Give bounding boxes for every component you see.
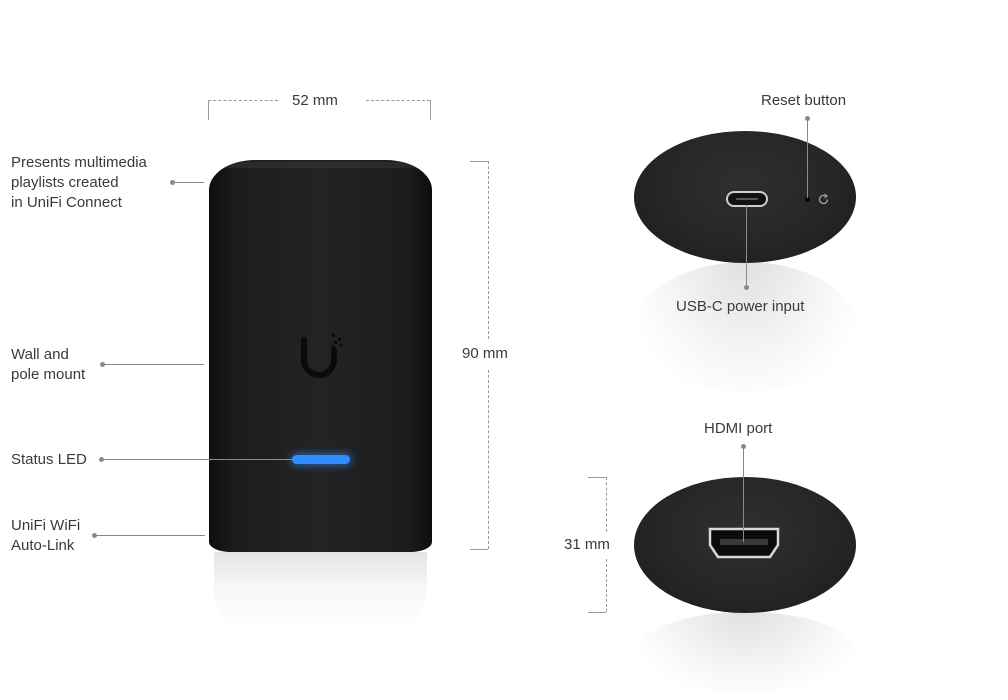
callout-playlists-line bbox=[174, 182, 204, 183]
callout-wifi-line bbox=[96, 535, 205, 536]
callout-usbc-line bbox=[746, 205, 747, 285]
callout-hdmi-line bbox=[743, 446, 744, 542]
device-reflection bbox=[214, 552, 427, 632]
callout-wifi-dot bbox=[92, 533, 97, 538]
bottom-side-view-reflection bbox=[636, 612, 856, 692]
callout-wifi: UniFi WiFi Auto-Link bbox=[11, 517, 81, 554]
callout-mount-line bbox=[104, 364, 204, 365]
callout-playlists-dot bbox=[170, 180, 175, 185]
reset-pinhole bbox=[805, 197, 810, 202]
callout-reset: Reset button bbox=[761, 92, 847, 109]
hdmi-port bbox=[708, 527, 780, 559]
callout-reset-line bbox=[807, 118, 808, 198]
callout-mount: Wall and pole mount bbox=[11, 346, 86, 383]
width-label: 52 mm bbox=[292, 92, 338, 109]
callout-usbc-dot bbox=[744, 285, 749, 290]
callout-usbc: USB-C power input bbox=[676, 298, 805, 315]
usbc-port bbox=[726, 191, 768, 207]
callout-status-led: Status LED bbox=[11, 451, 87, 468]
callout-status-led-line bbox=[103, 459, 293, 460]
reset-arrow-icon bbox=[818, 193, 829, 205]
height-label: 90 mm bbox=[462, 345, 508, 362]
callout-mount-dot bbox=[100, 362, 105, 367]
callout-hdmi: HDMI port bbox=[704, 420, 773, 437]
status-led bbox=[292, 455, 350, 464]
depth-label: 31 mm bbox=[564, 536, 610, 553]
callout-playlists: Presents multimedia playlists created in… bbox=[11, 154, 147, 211]
device-front-view bbox=[209, 160, 432, 552]
ubiquiti-u-logo-icon bbox=[301, 334, 343, 378]
callout-status-led-dot bbox=[99, 457, 104, 462]
